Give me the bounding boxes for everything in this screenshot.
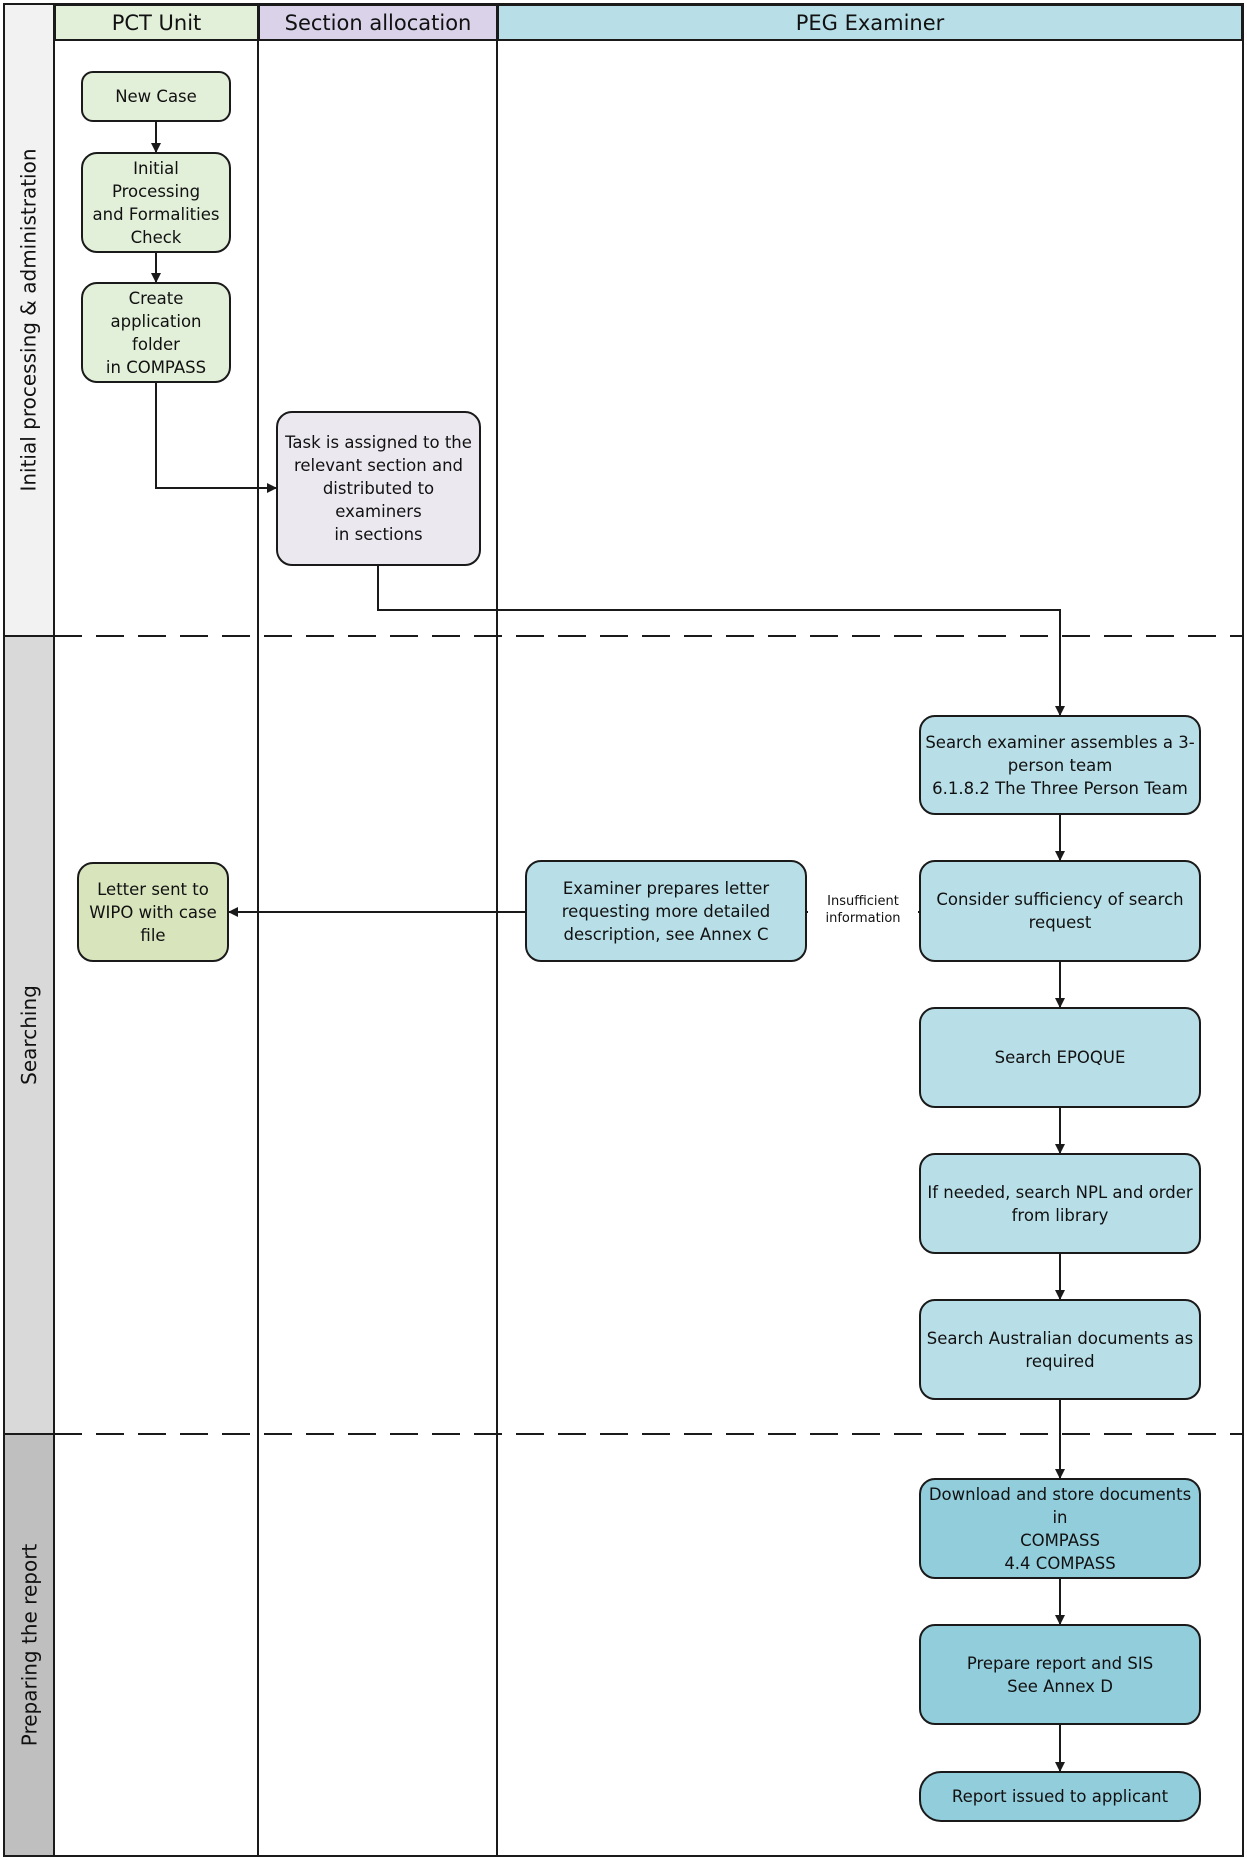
phase-label-report: Preparing the report [4,1434,54,1856]
node-report-issued: Report issued to applicant [919,1771,1201,1822]
node-prepare-report: Prepare report and SIS See Annex D [919,1624,1201,1725]
phase-label-searching: Searching [4,636,54,1434]
node-letter-wipo: Letter sent to WIPO with case file [77,862,229,962]
lane-header-section-allocation: Section allocation [258,4,498,41]
node-assemble-team: Search examiner assembles a 3- person te… [919,715,1201,815]
node-prepare-letter: Examiner prepares letter requesting more… [525,860,807,962]
node-consider-sufficiency: Consider sufficiency of search request [919,860,1201,962]
node-task-assigned: Task is assigned to the relevant section… [276,411,481,566]
lane-header-pct-unit: PCT Unit [54,4,259,41]
edge-task-team [378,566,1060,715]
node-create-folder: Create application folder in COMPASS [81,282,231,383]
phase-label-initial: Initial processing & administration [4,4,54,636]
node-new-case: New Case [81,71,231,122]
lane-header-peg-examiner: PEG Examiner [497,4,1243,41]
node-search-npl: If needed, search NPL and order from lib… [919,1153,1201,1254]
edge-label-insufficient-information: Insufficient information [808,893,918,927]
node-search-australian: Search Australian documents as required [919,1299,1201,1400]
node-search-epoque: Search EPOQUE [919,1007,1201,1108]
node-initial-processing: Initial Processing and Formalities Check [81,152,231,253]
node-download-store: Download and store documents in COMPASS … [919,1478,1201,1579]
